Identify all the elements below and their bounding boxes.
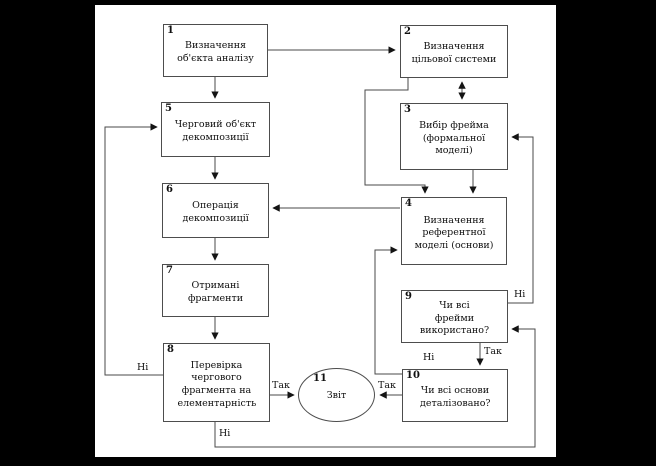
node-4-define-reference-model: 4 Визначення референтної моделі (основи) xyxy=(401,197,507,265)
node-1-number: 1 xyxy=(167,25,174,36)
node-10-all-bases-detailed: 10 Чи всі основи деталізовано? xyxy=(402,369,508,422)
node-11-label: Звіт xyxy=(326,389,347,401)
node-8-label: Перевірка чергового фрагмента на елемент… xyxy=(177,359,257,409)
edge-label-no-9-3: Ні xyxy=(514,289,526,300)
edge-9-3-no xyxy=(508,133,534,304)
node-3-number: 3 xyxy=(404,104,411,115)
node-5-next-decomposition-object: 5 Черговий об'єкт декомпозиції xyxy=(161,102,270,157)
node-7-label: Отримані фрагменти xyxy=(187,280,244,304)
edge-label-yes-8-11: Так xyxy=(272,380,290,391)
node-9-number: 9 xyxy=(405,291,412,302)
node-5-number: 5 xyxy=(165,103,172,114)
node-10-label: Чи всі основи деталізовано? xyxy=(420,385,491,409)
node-6-decomposition-operation: 6 Операція декомпозиції xyxy=(162,183,269,238)
node-1-define-analysis-object: 1 Визначення об'єкта аналізу xyxy=(163,24,268,77)
edge-label-no-8-5: Ні xyxy=(137,362,149,373)
node-9-label: Чи всі фрейми використано? xyxy=(419,300,490,337)
node-4-label: Визначення референтної моделі (основи) xyxy=(414,214,494,251)
edge-2-4 xyxy=(364,78,429,194)
node-8-number: 8 xyxy=(167,344,174,355)
node-7-number: 7 xyxy=(166,265,173,276)
edge-8-9-no xyxy=(214,325,536,448)
edge-label-no-8-9: Ні xyxy=(219,428,231,439)
node-8-check-fragment-elementarity: 8 Перевірка чергового фрагмента на елеме… xyxy=(163,343,270,422)
node-2-label: Визначення цільової системи xyxy=(411,41,497,65)
node-11-report: 11 Звіт xyxy=(298,368,375,422)
node-3-choose-frame: 3 Вибір фрейма (формальної моделі) xyxy=(400,103,508,170)
edge-label-no-10-4: Ні xyxy=(423,352,435,363)
node-9-all-frames-used: 9 Чи всі фрейми використано? xyxy=(401,290,508,343)
node-2-define-target-system: 2 Визначення цільової системи xyxy=(400,25,508,78)
node-5-label: Черговий об'єкт декомпозиції xyxy=(174,119,257,143)
node-7-obtained-fragments: 7 Отримані фрагменти xyxy=(162,264,269,317)
node-6-number: 6 xyxy=(166,184,173,195)
edge-8-5-no xyxy=(104,123,163,376)
edge-10-4-no xyxy=(374,246,402,375)
node-2-number: 2 xyxy=(404,26,411,37)
node-1-label: Визначення об'єкта аналізу xyxy=(177,40,254,64)
node-10-number: 10 xyxy=(406,370,420,381)
node-11-number: 11 xyxy=(313,373,327,384)
node-4-number: 4 xyxy=(405,198,412,209)
edge-label-yes-10-11: Так xyxy=(378,380,396,391)
node-6-label: Операція декомпозиції xyxy=(182,200,249,224)
edge-label-yes-9-10: Так xyxy=(484,346,502,357)
node-3-label: Вибір фрейма (формальної моделі) xyxy=(419,120,489,157)
